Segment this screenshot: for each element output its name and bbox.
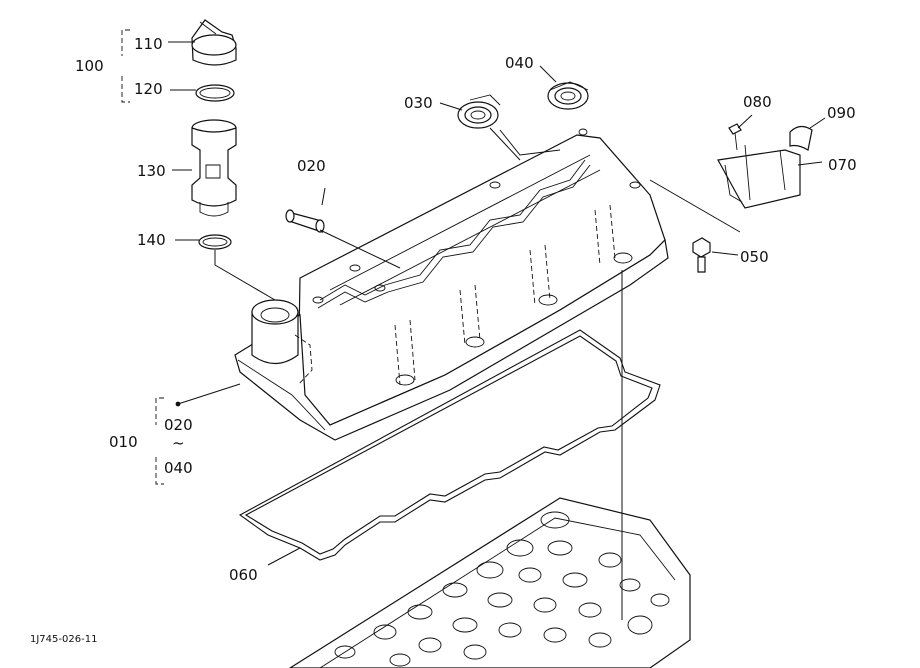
valve-cover-gasket	[238, 329, 661, 561]
group-010-from: 020	[164, 416, 193, 434]
group-010-to: 040	[164, 459, 193, 477]
callout-120: 120	[134, 80, 163, 98]
drawing-reference-code: 1J745-026-11	[30, 634, 97, 645]
clamp-090	[789, 125, 813, 151]
leader-dot	[175, 401, 181, 407]
valve-cover	[234, 128, 669, 441]
group-bracket-100	[121, 29, 130, 103]
callout-080: 080	[743, 93, 772, 111]
group-010-tilde: ~	[172, 434, 185, 452]
callout-110: 110	[134, 35, 163, 53]
breather-bracket	[717, 144, 801, 209]
bolt-050	[692, 237, 711, 273]
group-bracket-010	[155, 397, 164, 485]
seal-030	[457, 94, 501, 129]
seal-040	[547, 81, 589, 110]
callout-070: 070	[828, 156, 857, 174]
callout-020: 020	[297, 157, 326, 175]
callout-060: 060	[229, 566, 258, 584]
filler-neck-130	[191, 119, 237, 217]
bracket-bolt-080	[728, 123, 742, 151]
callout-140: 140	[137, 231, 166, 249]
callout-130: 130	[137, 162, 166, 180]
callout-040: 040	[505, 54, 534, 72]
callout-100: 100	[75, 57, 104, 75]
callout-090: 090	[827, 104, 856, 122]
callout-010: 010	[109, 433, 138, 451]
callout-050: 050	[740, 248, 769, 266]
o-ring-140	[198, 234, 232, 250]
callout-030: 030	[404, 94, 433, 112]
cylinder-head	[288, 497, 691, 668]
pipe-020	[285, 209, 325, 233]
filler-cap-110	[191, 19, 237, 66]
o-ring-120	[195, 84, 235, 102]
leader-lines	[168, 41, 826, 620]
